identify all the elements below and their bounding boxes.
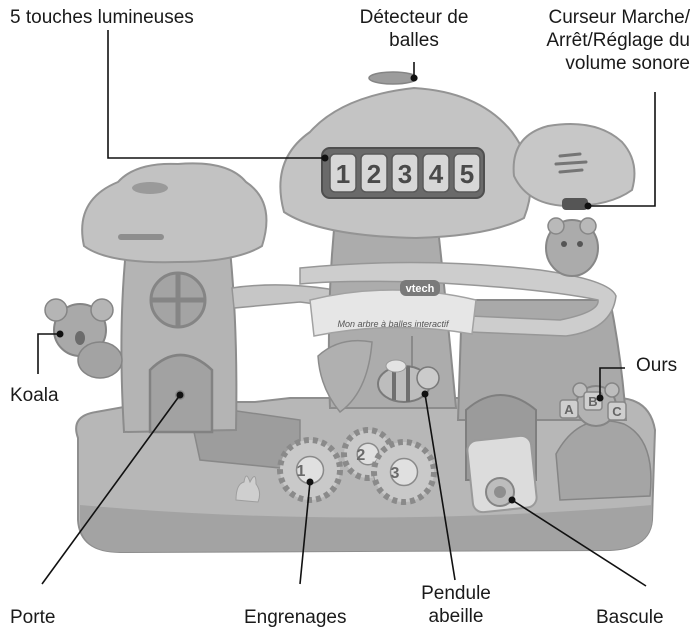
light-button-3 (391, 153, 419, 193)
light-button-number: 5 (460, 159, 474, 189)
light-button-1 (329, 153, 357, 193)
light-button-5 (453, 153, 481, 193)
label-pendule-line1: Pendule (421, 583, 491, 604)
speaker-crown (512, 123, 636, 208)
label-curseur: Curseur Marche/ Arrêt/Réglage du volume … (500, 6, 690, 75)
light-button-4 (422, 153, 450, 193)
label-detecteur-line1: Détecteur de (359, 7, 469, 28)
label-detecteur-line2: balles (389, 30, 439, 51)
crown-hole (132, 182, 168, 194)
squirrel-figure (545, 217, 599, 277)
leader-touches (107, 30, 325, 159)
gear-number: 3 (391, 465, 400, 482)
ball-detector-hole (368, 71, 418, 85)
left-tree-crown (81, 162, 268, 264)
label-touches: 5 touches lumineuses (10, 7, 194, 28)
leader-pendule (424, 393, 456, 581)
label-bascule: Bascule (596, 607, 664, 628)
leader-koala (37, 333, 60, 374)
label-ours: Ours (636, 355, 678, 376)
volume-switch (562, 198, 588, 210)
label-curseur-line2: Arrêt/Réglage du (546, 30, 690, 51)
bunny-decoration (235, 475, 261, 503)
letter-block-3 (607, 401, 627, 421)
leader-dots (56, 74, 604, 504)
brand-badge (400, 280, 440, 296)
label-detecteur: Détecteur de balles (330, 6, 498, 52)
banner-text: Mon arbre à balles interactif (337, 319, 450, 329)
label-engrenages: Engrenages (244, 607, 347, 628)
leader-ours (599, 367, 625, 398)
gear-number: 2 (356, 447, 365, 464)
light-button-number: 4 (429, 159, 444, 189)
light-button-number: 1 (336, 159, 350, 189)
letter-block-text: C (612, 404, 622, 419)
toy-banner (309, 289, 477, 337)
label-koala: Koala (10, 385, 59, 406)
label-curseur-line3: volume sonore (565, 53, 690, 74)
label-pendule: Pendule abeille (404, 582, 508, 628)
letter-block-text: B (588, 394, 597, 409)
leader-curseur (588, 92, 656, 207)
bee-pendulum (377, 336, 440, 403)
leader-lines (37, 30, 656, 587)
label-pendule-line2: abeille (428, 606, 484, 627)
seesaw (466, 434, 538, 514)
letter-block-text: A (564, 402, 574, 417)
label-curseur-line1: Curseur Marche/ (548, 7, 691, 28)
leader-porte (41, 394, 181, 585)
crown-slot (118, 234, 164, 240)
light-button-number: 2 (367, 159, 381, 189)
letter-block-1 (559, 399, 579, 419)
gear-number: 1 (297, 463, 306, 480)
brand-logo: vtech (406, 283, 435, 295)
light-button-number: 3 (398, 159, 412, 189)
gear-hub (389, 457, 419, 487)
gears-group: 1 2 3 (277, 427, 437, 505)
leader-engrenages (299, 481, 311, 585)
light-button-2 (360, 153, 388, 193)
label-porte: Porte (10, 607, 56, 628)
koala-figure (44, 298, 123, 379)
leaf-slide (317, 339, 373, 414)
speaker-grille (554, 152, 588, 174)
base-front-edge (80, 505, 652, 552)
leader-bascule (511, 499, 647, 587)
